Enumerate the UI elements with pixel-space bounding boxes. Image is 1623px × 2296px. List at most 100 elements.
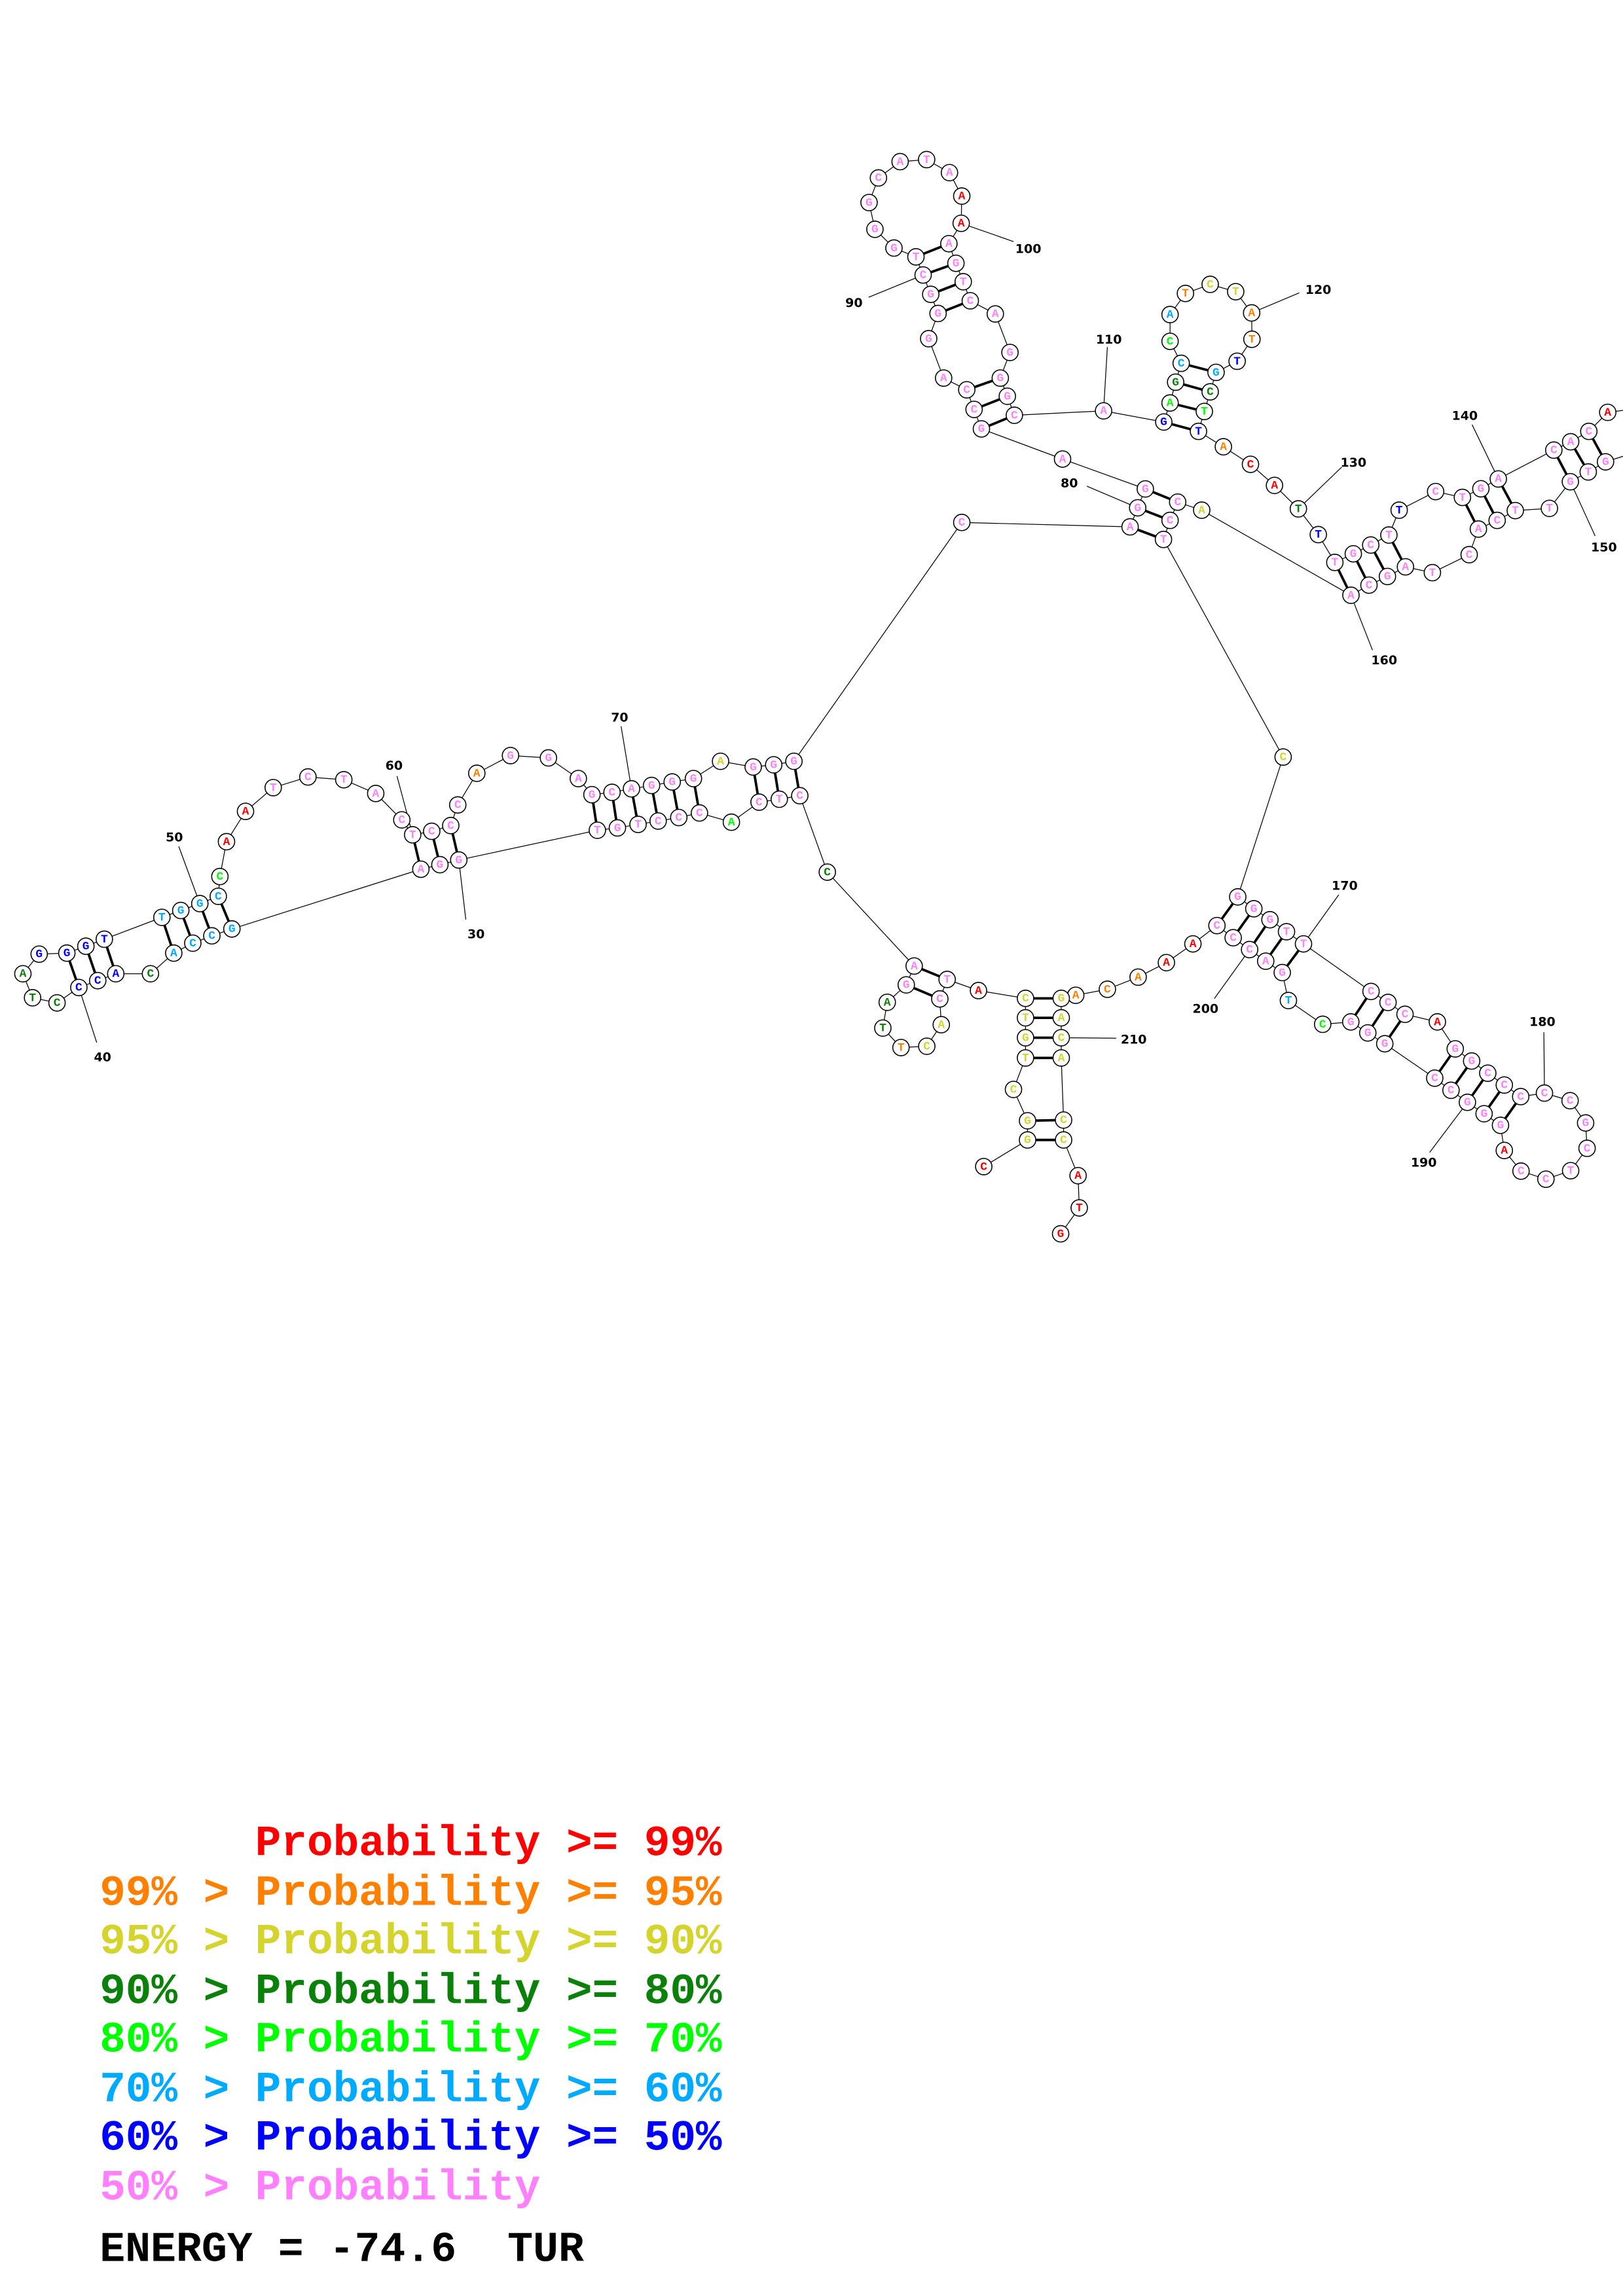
nucleotide-base: G [1234, 891, 1241, 904]
nucleotide-base: G [953, 257, 960, 270]
nucleotide-base: T [1076, 1202, 1083, 1215]
nucleotide-circle [1017, 1049, 1034, 1067]
nucleotide: A [367, 785, 385, 802]
nucleotide-circle [947, 254, 965, 272]
nucleotide-base: C [1501, 1079, 1508, 1092]
nucleotide-base: T [879, 1022, 886, 1035]
nucleotide-base: A [717, 755, 724, 768]
nucleotide-base: G [903, 979, 910, 992]
nucleotide: C [1512, 1162, 1530, 1180]
nucleotide-base: A [958, 190, 966, 203]
nucleotide: G [684, 770, 702, 787]
nucleotide-base: A [1167, 308, 1174, 321]
nucleotide-circle [583, 785, 601, 804]
nucleotide-base: T [1160, 533, 1167, 547]
nucleotide: G [860, 194, 878, 211]
nucleotide-base: G [1381, 1038, 1389, 1051]
nucleotide: A [1495, 1141, 1514, 1160]
nucleotide: T [938, 971, 956, 988]
nucleotide-circle [236, 802, 255, 820]
nucleotide-base: C [1585, 425, 1592, 439]
nucleotide-circle [1001, 344, 1019, 361]
nucleotide-circle [96, 930, 113, 948]
nucleotide: A [1489, 470, 1507, 488]
nucleotide-base: A [946, 167, 953, 180]
nucleotide-base: G [1279, 967, 1286, 980]
nucleotide-base: C [1167, 514, 1174, 528]
nucleotide-circle [191, 895, 209, 912]
nucleotide-base: C [454, 799, 462, 812]
backbone-segment [1498, 450, 1554, 480]
nucleotide: C [1052, 1029, 1070, 1047]
nucleotide: T [1243, 331, 1261, 348]
nucleotide-circle [1274, 748, 1292, 766]
nucleotide: G [947, 254, 965, 272]
backbone-segment [793, 522, 962, 762]
nucleotide-circle [970, 982, 987, 999]
backbone-segment [104, 917, 162, 940]
nucleotide-base: G [1024, 1115, 1031, 1128]
nucleotide-base: C [1010, 1083, 1017, 1096]
nucleotide: G [972, 420, 991, 438]
nucleotide: C [1224, 929, 1242, 947]
nucleotide-circle [975, 1158, 993, 1175]
nucleotide-base: C [189, 937, 196, 950]
nucleotide: C [211, 867, 229, 886]
nucleotide-base: T [1585, 466, 1592, 479]
nucleotide-circle [264, 779, 282, 797]
nucleotide: G [30, 945, 48, 963]
nucleotide-circle [897, 976, 915, 994]
nucleotide-circle [1459, 1093, 1476, 1111]
nucleotide-circle [892, 1039, 910, 1056]
nucleotide: A [1256, 952, 1275, 970]
nucleotide: C [958, 381, 976, 399]
nucleotide-base: C [1448, 1085, 1455, 1098]
nucleotide-circle [1561, 1162, 1580, 1179]
nucleotide-circle [1460, 546, 1478, 564]
nucleotide-base: C [1174, 496, 1181, 509]
nucleotide-base: A [1135, 971, 1142, 984]
nucleotide-base: G [64, 947, 71, 960]
nucleotide-base: A [958, 217, 965, 230]
position-number-label: 200 [1192, 1001, 1218, 1016]
nucleotide: G [744, 758, 762, 776]
nucleotide-base: C [428, 825, 435, 838]
nucleotide-base: A [940, 372, 947, 386]
nucleotide: C [1488, 511, 1506, 529]
nucleotide-circle [1488, 511, 1506, 529]
nucleotide-circle [931, 990, 949, 1008]
nucleotide-base: C [94, 975, 101, 988]
nucleotide-circle [1227, 283, 1245, 300]
nucleotide-circle [367, 785, 385, 802]
nucleotide-base: G [455, 854, 462, 867]
nucleotide-base: T [1233, 355, 1241, 368]
nucleotide-circle [448, 796, 467, 814]
nucleotide-base: T [1567, 1165, 1575, 1178]
nucleotide-circle [1512, 1162, 1530, 1180]
nucleotide-base: T [1182, 287, 1189, 300]
nucleotide: T [589, 821, 606, 839]
nucleotide-base: A [1100, 405, 1107, 418]
nucleotide: G [1129, 499, 1147, 517]
nucleotide-circle [1214, 438, 1232, 456]
nucleotide-base: C [875, 172, 882, 185]
nucleotide: T [1423, 564, 1442, 582]
nucleotide-base: T [1459, 492, 1466, 505]
nucleotide-base: A [242, 806, 249, 819]
number-tick [1061, 1037, 1116, 1039]
nucleotide-circle [403, 826, 422, 844]
nucleotide: C [869, 169, 888, 187]
nucleotide-circle [48, 994, 66, 1012]
nucleotide-base: G [1464, 1096, 1471, 1109]
number-tick [78, 987, 98, 1043]
backbone-segment [962, 522, 1131, 528]
nucleotide: A [953, 187, 971, 205]
nucleotide: A [1342, 586, 1360, 604]
position-number-label: 40 [94, 1050, 111, 1064]
nucleotide-base: C [1230, 932, 1237, 945]
nucleotide: G [1359, 1024, 1377, 1042]
nucleotide: C [791, 787, 809, 805]
nucleotide-base: T [898, 1041, 905, 1054]
nucleotide-base: C [1431, 1072, 1438, 1085]
nucleotide-base: G [1006, 346, 1013, 359]
